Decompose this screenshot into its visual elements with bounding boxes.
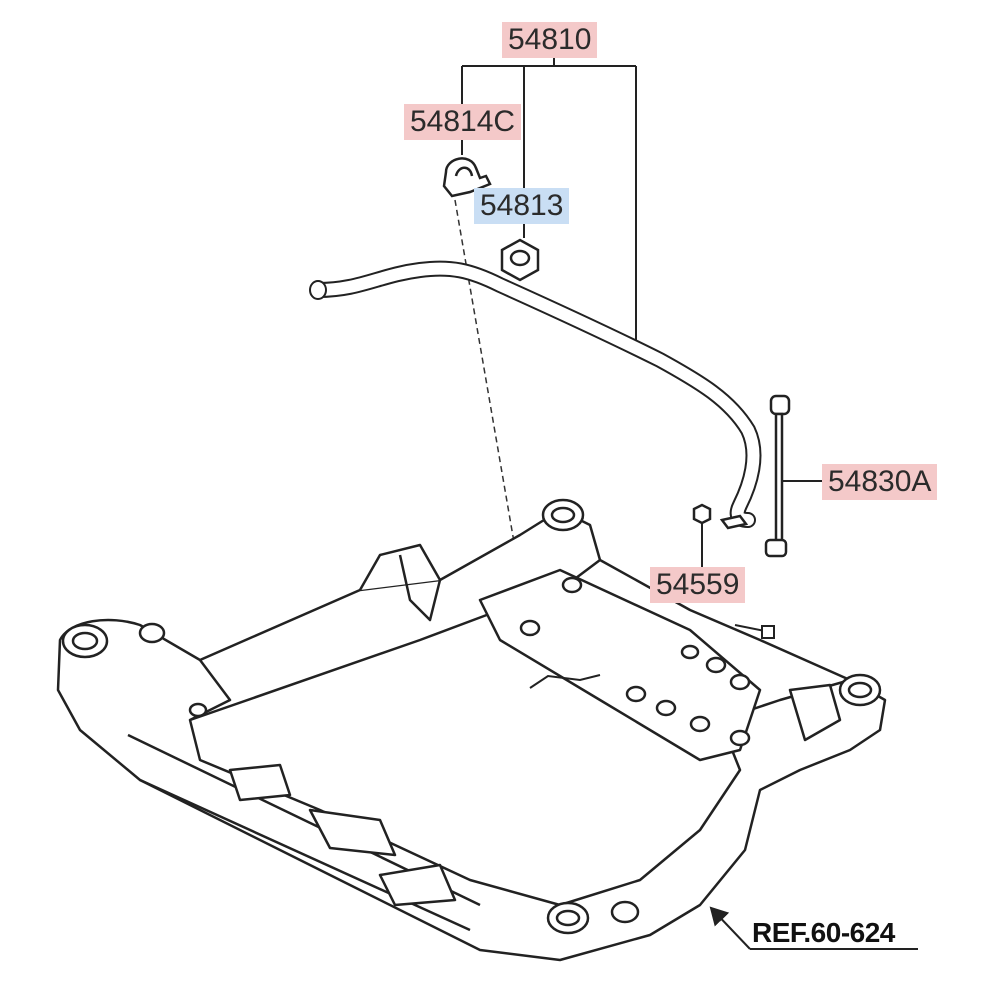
stabilizer-bushing-part[interactable] [500, 238, 540, 282]
stabilizer-link-part[interactable] [719, 394, 791, 558]
subframe-fittings [529, 624, 775, 689]
link-part-number[interactable]: 54830A [822, 464, 938, 500]
bracket-part-number[interactable]: 54814C [404, 104, 522, 140]
assembly-part-number[interactable]: 54810 [502, 22, 598, 58]
stabilizer-bar[interactable] [309, 260, 762, 528]
nut-part[interactable] [692, 503, 712, 525]
subframe-mounts [61, 498, 882, 935]
front-subframe[interactable] [56, 508, 887, 962]
reference-arrow [709, 906, 918, 950]
nut-part-number[interactable]: 54559 [650, 567, 746, 603]
reference-label[interactable]: REF.60-624 [752, 917, 895, 948]
bracket-dashed-leader [454, 199, 516, 549]
stabilizer-bracket-part[interactable] [442, 157, 492, 198]
bushing-part-number[interactable]: 54813 [474, 188, 570, 224]
